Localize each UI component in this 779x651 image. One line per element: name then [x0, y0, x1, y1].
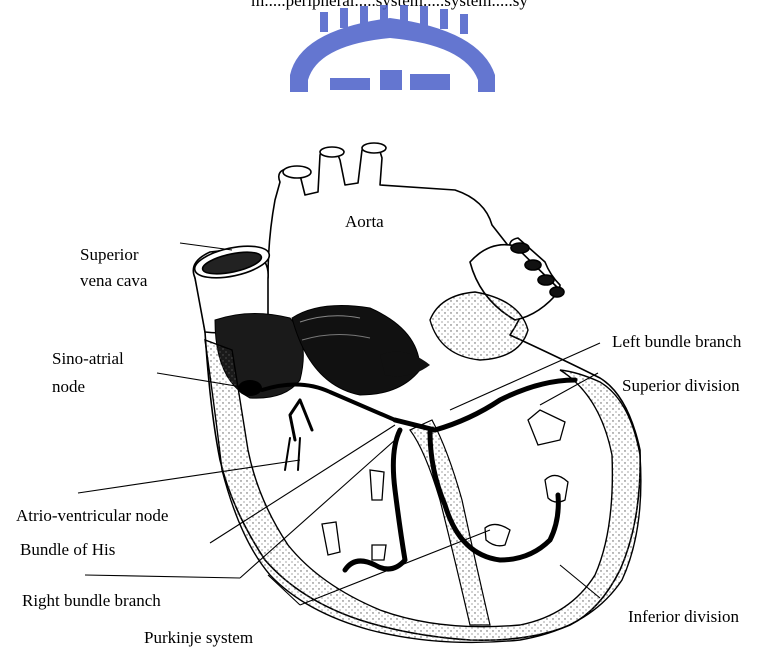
label-superior-vena-cava-line2: vena cava [80, 270, 147, 292]
vessel-opening-1 [283, 166, 311, 178]
label-aorta: Aorta [345, 211, 384, 233]
label-sino-atrial-node-line1: Sino-atrial [52, 348, 124, 370]
label-superior-vena-cava-line1: Superior [80, 244, 139, 266]
leader-superior-vena-cava [180, 243, 232, 250]
label-sino-atrial-node-line2: node [52, 376, 85, 398]
label-bundle-of-his: Bundle of His [20, 539, 115, 561]
label-left-bundle-branch: Left bundle branch [612, 331, 741, 353]
label-superior-division: Superior division [622, 375, 740, 397]
vessel-opening-3 [362, 143, 386, 153]
leader-right-bundle-branch-a [85, 575, 240, 578]
label-right-bundle-branch: Right bundle branch [22, 590, 161, 612]
label-inferior-division: Inferior division [628, 606, 739, 628]
leader-atrio-ventricular-node [78, 460, 300, 493]
watermark-logo [290, 5, 495, 92]
vessel-opening-2 [320, 147, 344, 157]
label-purkinje-system: Purkinje system [144, 627, 253, 649]
conduction-pathway [238, 380, 575, 570]
label-atrio-ventricular-node: Atrio-ventricular node [16, 505, 168, 527]
sino-atrial-node-mark [238, 380, 262, 396]
